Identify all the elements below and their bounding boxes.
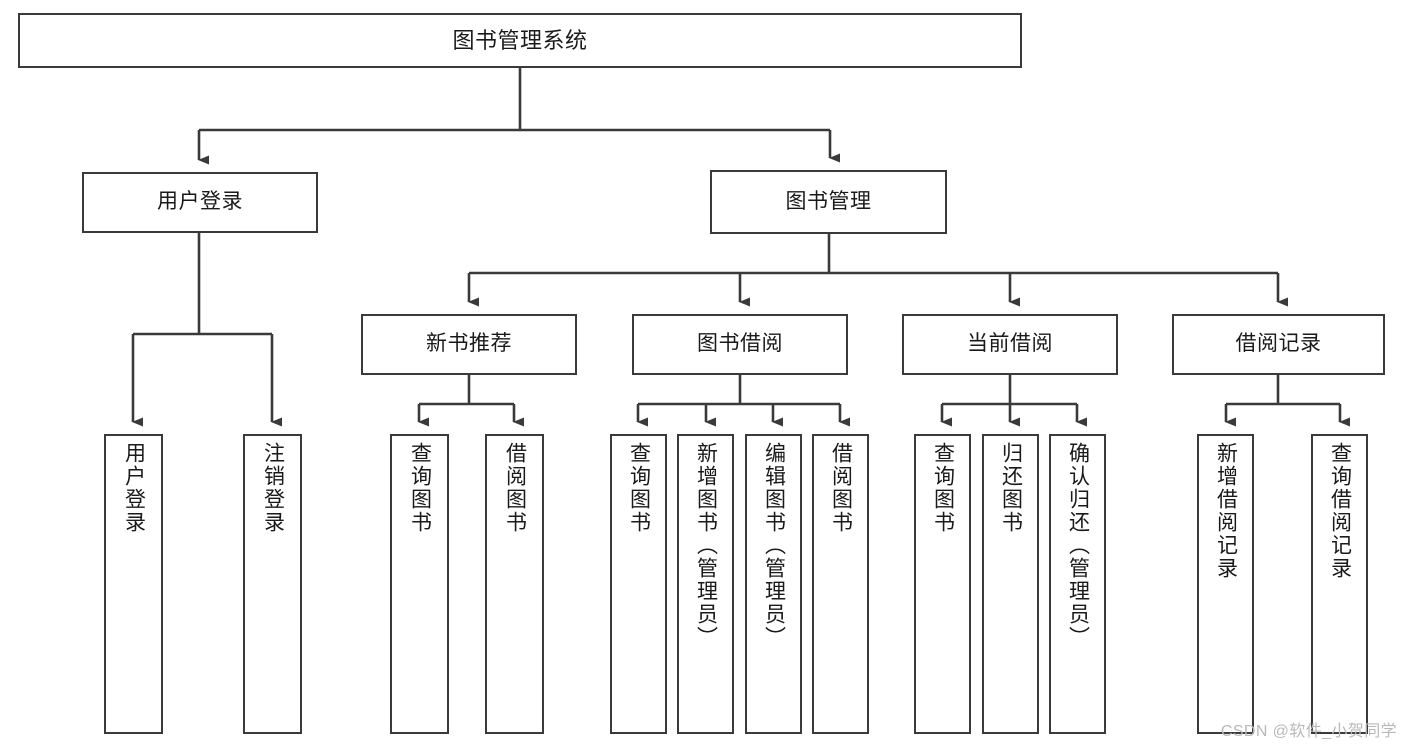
node-leaf-add-record[interactable]: 新增借阅记录	[1197, 434, 1254, 734]
node-leaf-return-book-label: 归还图书	[999, 442, 1023, 534]
node-root-label: 图书管理系统	[452, 27, 588, 53]
node-current-borrow-label: 当前借阅	[967, 332, 1053, 356]
node-leaf-logout[interactable]: 注销登录	[243, 434, 302, 734]
node-user-login[interactable]: 用户登录	[82, 172, 318, 233]
node-leaf-query-book-3-label: 查询图书	[931, 442, 955, 534]
node-leaf-query-book-2-label: 查询图书	[627, 442, 651, 534]
node-leaf-edit-book[interactable]: 编辑图书（管理员）	[745, 434, 802, 734]
node-book-manage[interactable]: 图书管理	[710, 170, 947, 234]
node-book-borrow[interactable]: 图书借阅	[632, 314, 848, 375]
node-leaf-user-login-label: 用户登录	[122, 442, 146, 534]
node-new-book-recommend-label: 新书推荐	[426, 332, 512, 356]
node-leaf-query-book-3[interactable]: 查询图书	[914, 434, 971, 734]
node-leaf-return-book[interactable]: 归还图书	[982, 434, 1039, 734]
node-leaf-add-book-label: 新增图书（管理员）	[694, 442, 718, 649]
node-leaf-borrow-book-2-label: 借阅图书	[829, 442, 853, 534]
node-leaf-add-record-label: 新增借阅记录	[1214, 442, 1238, 580]
node-leaf-borrow-book-2[interactable]: 借阅图书	[812, 434, 869, 734]
node-leaf-user-login[interactable]: 用户登录	[104, 434, 163, 734]
node-user-login-label: 用户登录	[157, 190, 243, 214]
node-leaf-confirm-return-label: 确认归还（管理员）	[1066, 442, 1090, 649]
node-leaf-borrow-book-1[interactable]: 借阅图书	[485, 434, 544, 734]
node-book-borrow-label: 图书借阅	[697, 332, 783, 356]
node-leaf-confirm-return[interactable]: 确认归还（管理员）	[1049, 434, 1106, 734]
node-book-manage-label: 图书管理	[785, 189, 872, 213]
node-leaf-query-record-label: 查询借阅记录	[1328, 442, 1352, 580]
node-current-borrow[interactable]: 当前借阅	[902, 314, 1118, 375]
node-leaf-logout-label: 注销登录	[261, 442, 285, 534]
node-root[interactable]: 图书管理系统	[18, 13, 1022, 68]
node-leaf-query-book-1[interactable]: 查询图书	[390, 434, 449, 734]
node-borrow-record-label: 借阅记录	[1235, 332, 1322, 356]
node-leaf-query-record[interactable]: 查询借阅记录	[1311, 434, 1368, 734]
node-leaf-query-book-1-label: 查询图书	[408, 442, 432, 534]
node-leaf-edit-book-label: 编辑图书（管理员）	[762, 442, 786, 649]
node-leaf-add-book[interactable]: 新增图书（管理员）	[677, 434, 734, 734]
node-leaf-query-book-2[interactable]: 查询图书	[610, 434, 667, 734]
node-leaf-borrow-book-1-label: 借阅图书	[503, 442, 527, 534]
node-borrow-record[interactable]: 借阅记录	[1172, 314, 1385, 375]
node-new-book-recommend[interactable]: 新书推荐	[361, 314, 577, 375]
